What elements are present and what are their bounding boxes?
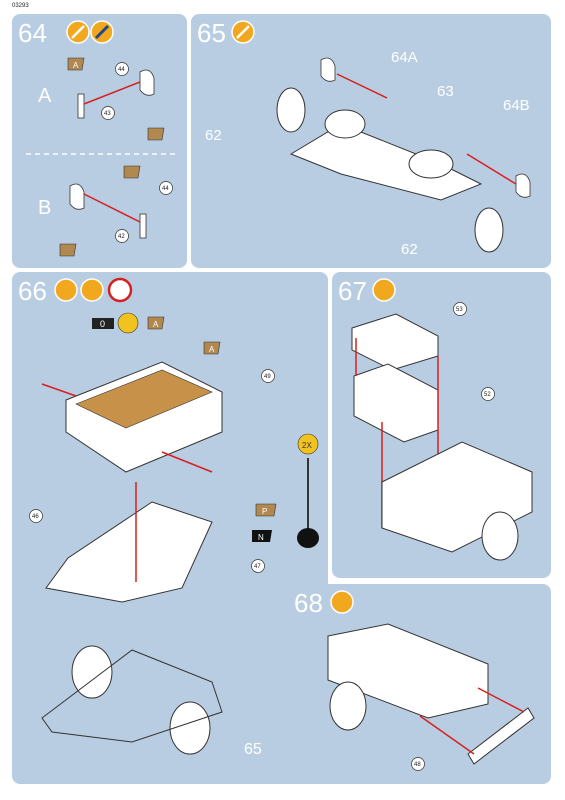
label-62: 62 [205, 127, 222, 144]
part-53: 53 [456, 307, 463, 313]
part-43: 43 [104, 111, 111, 117]
step-66-illustration: 0 A A 49 2X P N 47 46 65 [29, 277, 319, 758]
part [320, 57, 336, 82]
trailer-body [45, 501, 213, 603]
part-44: 44 [118, 67, 125, 73]
step-68-illustration: 48 [327, 590, 535, 771]
label-63: 63 [437, 83, 454, 100]
step-number: 66 [18, 276, 47, 306]
question-icon [117, 312, 139, 334]
shovel [297, 528, 319, 548]
part-44: 44 [162, 186, 169, 192]
paint-code: P [262, 507, 267, 516]
wheel [71, 645, 113, 699]
paint-icon [80, 278, 104, 302]
label-64b: 64B [503, 97, 530, 114]
paint-swatch-0 [92, 318, 114, 329]
tailboard [467, 707, 535, 765]
label-62: 62 [401, 241, 418, 258]
part [77, 93, 85, 119]
paint-code: N [258, 533, 264, 542]
glue-icon [330, 590, 354, 614]
wheel [169, 701, 211, 755]
step-67-panel: 67 53 52 [332, 272, 551, 578]
clock-icon [107, 277, 133, 303]
part-48: 48 [414, 762, 421, 768]
label-a: A [38, 85, 52, 107]
flag-a-text: A [73, 61, 79, 70]
part-49: 49 [264, 374, 271, 380]
wheel [276, 87, 306, 133]
flag-a [123, 165, 141, 179]
flag-a [59, 243, 77, 257]
quantity: 2X [302, 441, 312, 450]
label-65: 65 [244, 741, 262, 758]
crate-box [353, 363, 439, 443]
step-65-illustration: 64A 63 64B 62 62 [205, 20, 531, 258]
step-64-illustration: A B A 44 43 44 42 [26, 20, 177, 257]
flag-a [203, 341, 221, 355]
wheel [329, 681, 367, 731]
chassis [41, 649, 223, 743]
step-66-panel: 66 0 A A 49 2X P N 47 46 65 [12, 272, 328, 784]
label-b: B [38, 197, 51, 219]
mudguard [324, 109, 366, 139]
trailer-body [327, 623, 489, 719]
step-number: 67 [338, 276, 367, 306]
label-64a: 64A [391, 49, 418, 66]
part [139, 69, 155, 96]
wheel [481, 511, 519, 561]
flag-a [147, 316, 165, 330]
step-68-panel: 68 48 [288, 584, 551, 784]
flag-a-text: A [153, 320, 159, 329]
flag-a [67, 57, 85, 71]
wheel [474, 207, 504, 253]
step-number: 64 [18, 18, 47, 48]
part [515, 173, 531, 198]
paint-code: 0 [100, 319, 105, 329]
step-67-illustration: 53 52 [351, 278, 533, 561]
part-52: 52 [484, 392, 491, 398]
step-65-panel: 65 64A 63 64B 62 62 [191, 14, 551, 268]
glue-icon [372, 278, 396, 302]
quantity-badge [297, 433, 319, 455]
flag-a [147, 127, 165, 141]
crate-lid [351, 313, 439, 371]
glue-icon [54, 278, 78, 302]
mudguard [408, 149, 454, 179]
step-64-panel: 64 A B A 44 43 44 42 [12, 14, 187, 268]
step-number: 65 [197, 18, 226, 48]
step-number: 68 [294, 588, 323, 618]
crate-grid [75, 369, 213, 429]
part-42: 42 [118, 234, 125, 240]
part [69, 183, 85, 210]
part [139, 213, 147, 239]
part-47: 47 [254, 564, 261, 570]
reference-code: 03293 [12, 3, 29, 9]
flag-a-text: A [209, 345, 215, 354]
part-46: 46 [32, 514, 39, 520]
